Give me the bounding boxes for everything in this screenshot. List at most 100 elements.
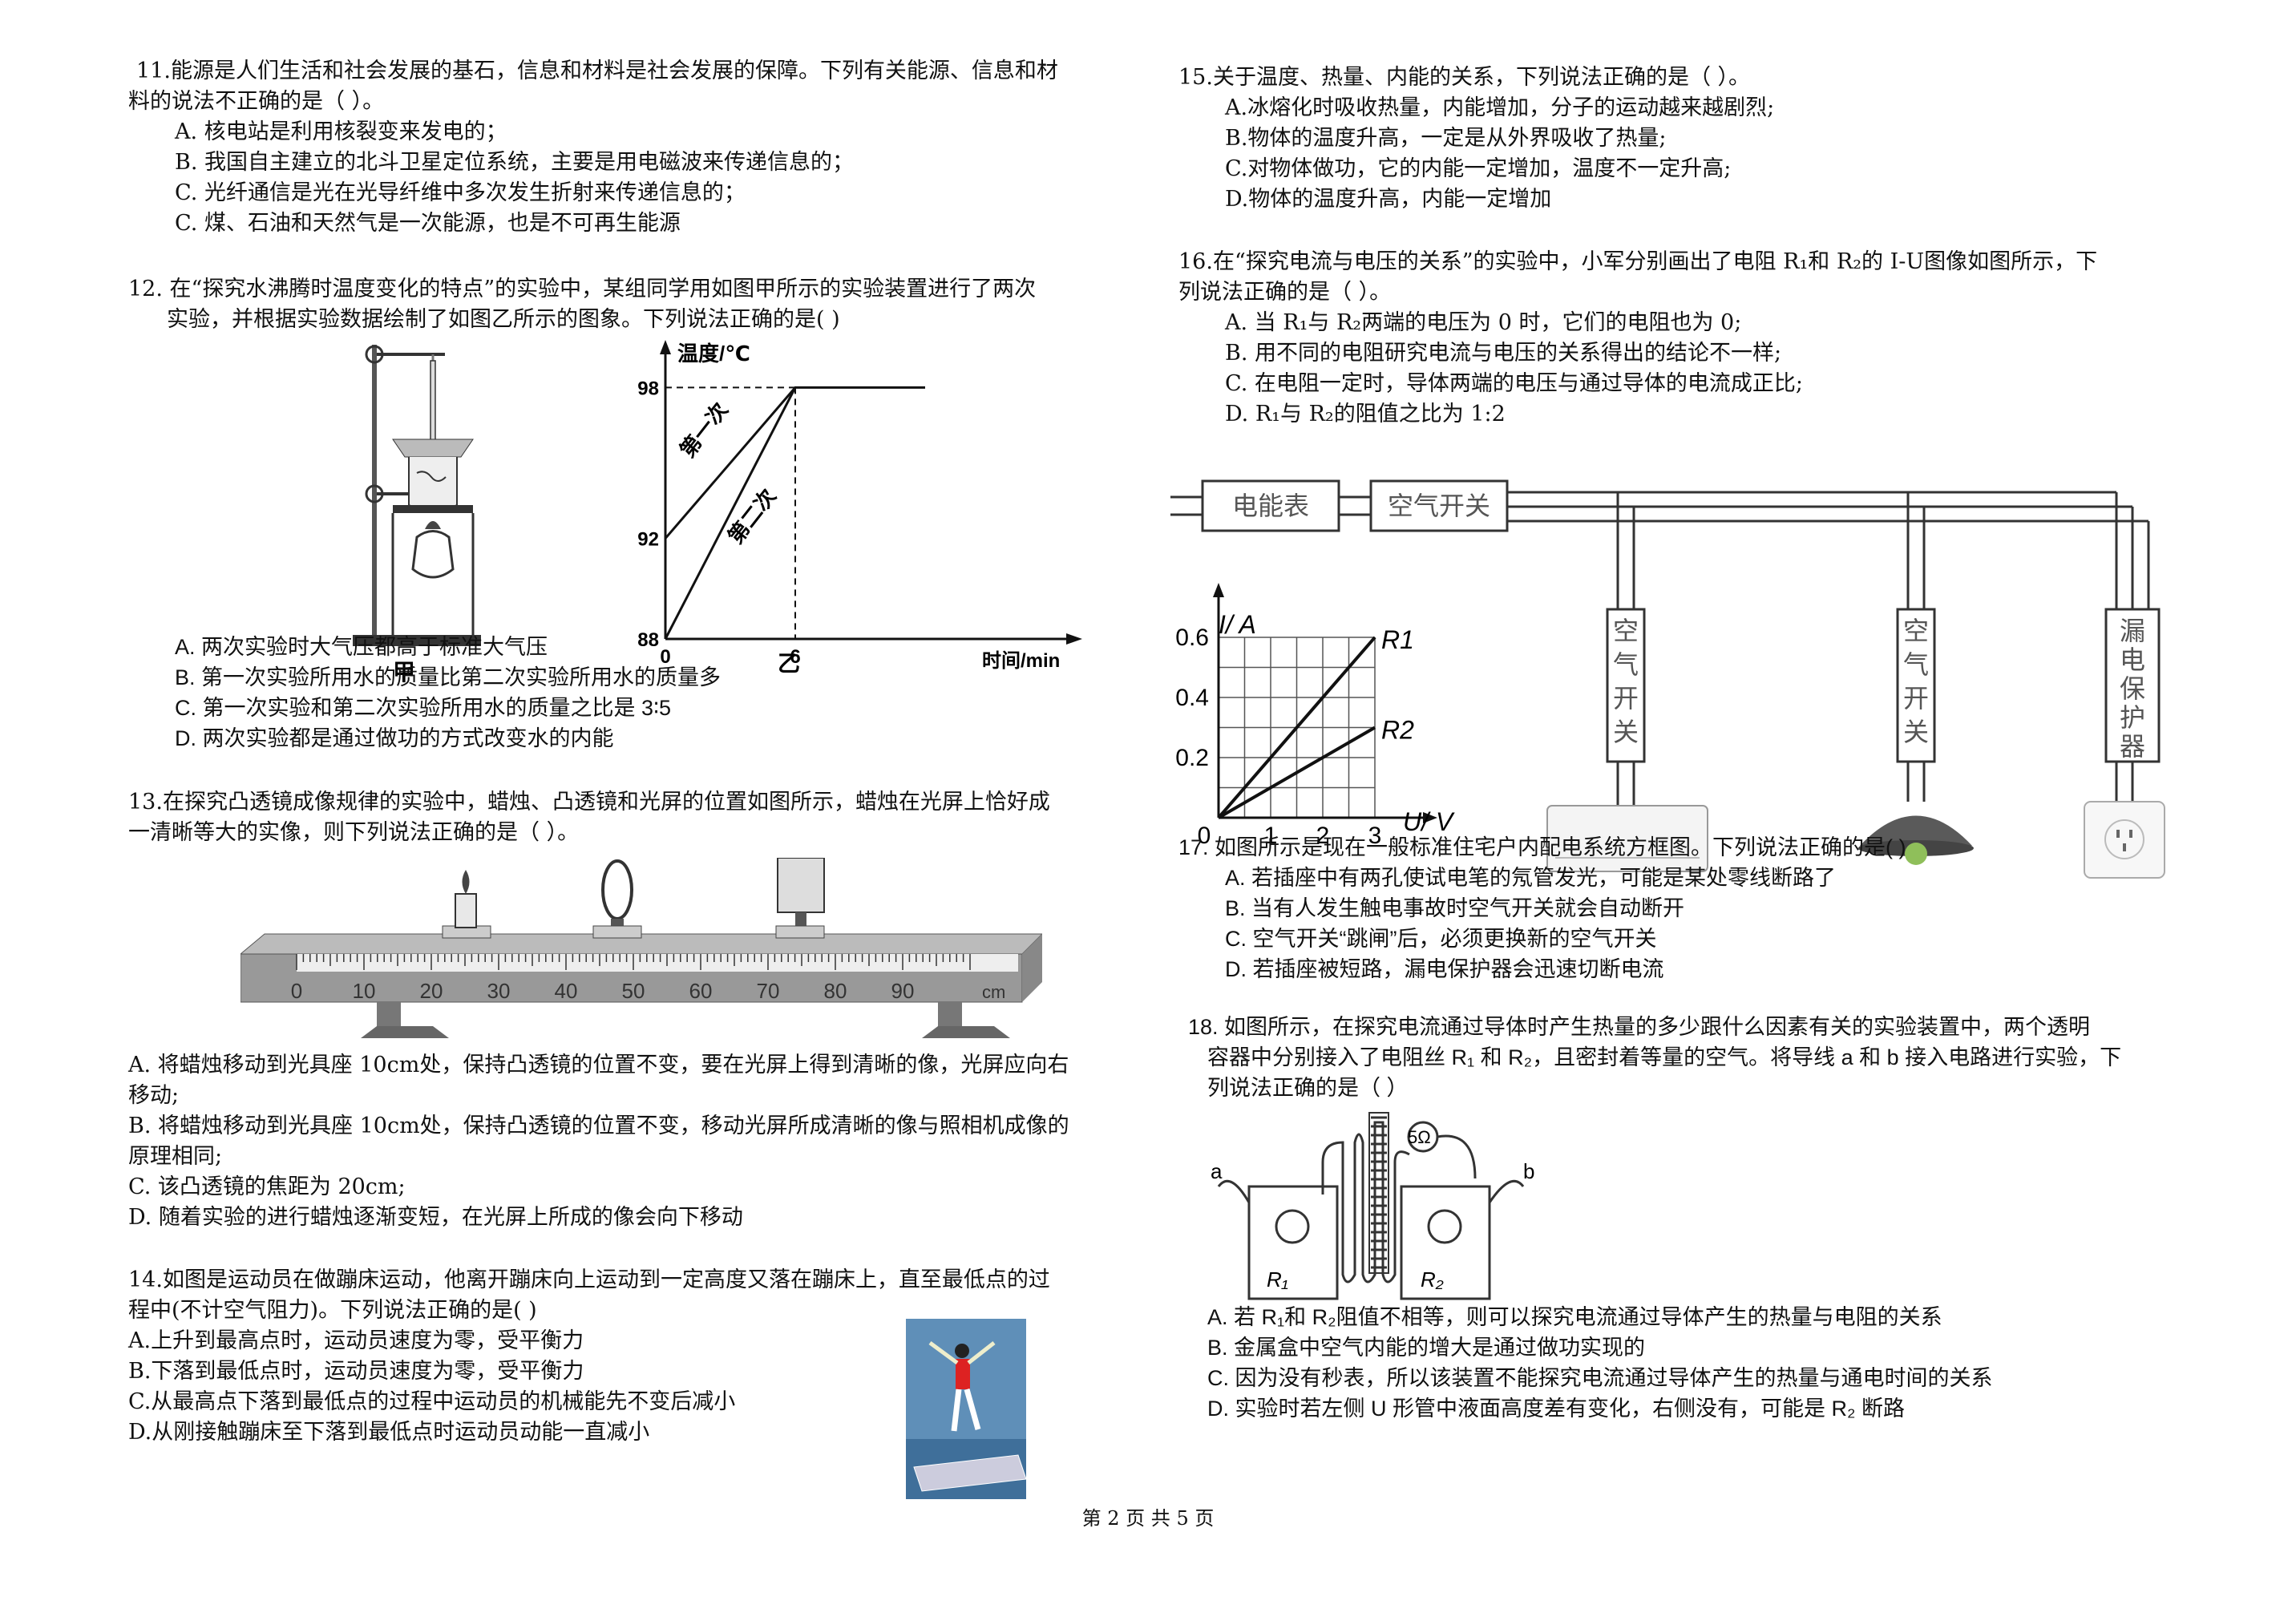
ruler-tick-label: 10 (353, 979, 376, 1003)
chart12-series-label: 第二次 (723, 484, 781, 548)
q14-option-d: D.从刚接触蹦床至下落到最低点时运动员动能一直减小 (128, 1420, 650, 1445)
boiling-apparatus-figure: 甲 (353, 345, 481, 685)
socket-icon (2084, 801, 2165, 879)
chart12-y-tick-label: 92 (637, 529, 659, 551)
q15-option-b: B.物体的温度升高，一定是从外界吸收了热量; (1225, 126, 1667, 151)
question-16: 16.在“探究电流与电压的关系”的实验中，小军分别画出了电阻 R₁和 R₂的 I… (1178, 247, 2189, 430)
ruler-tick-label: 90 (891, 979, 915, 1003)
main-switch-box: 空气开关 (1388, 491, 1490, 520)
q12-option-d: D. 两次实验都是通过做功的方式改变水的内能 (175, 726, 614, 750)
label-5-ohm: 5Ω (1408, 1127, 1431, 1147)
q17-option-c: C. 空气开关“跳闸”后，必须更换新的空气开关 (1225, 927, 1657, 951)
q18-stem-3: 列说法正确的是（ ） (1207, 1076, 1409, 1100)
q11-stem-2: 料的说法不正确的是（ ）。 (128, 89, 385, 114)
q12-option-b: B. 第一次实验所用水的质量比第二次实验所用水的质量多 (175, 665, 722, 689)
question-15: 15.关于温度、热量、内能的关系，下列说法正确的是（ ）。 A.冰熔化时吸收热量… (1178, 63, 2189, 215)
q18-option-c: C. 因为没有秒表，所以该装置不能探究电流通过导体产生的热量与通电时间的关系 (1207, 1366, 1993, 1390)
ruler-tick-label: 40 (555, 979, 578, 1003)
q16-option-b: B. 用不同的电阻研究电流与电压的关系得出的结论不一样; (1225, 341, 1782, 366)
ruler-tick-label: 80 (824, 979, 847, 1003)
chart16-ylabel: I/ A (1219, 610, 1256, 639)
chart16-y-tick-label: 0.2 (1175, 745, 1209, 771)
chart16-series-label: R1 (1381, 625, 1414, 654)
q12-stem-2: 实验，并根据实验数据绘制了如图乙所示的图象。下列说法正确的是( ) (167, 307, 840, 332)
q11-option-d: C. 煤、石油和天然气是一次能源，也是不可再生能源 (175, 211, 681, 236)
q18-option-d: D. 实验时若左侧 U 形管中液面高度差有变化，右侧没有，可能是 R₂ 断路 (1207, 1397, 1905, 1421)
ruler-tick-label: 70 (757, 979, 780, 1003)
chart12-y-tick-label: 98 (637, 378, 659, 399)
q11-option-a: A. 核电站是利用核裂变来发电的； (175, 119, 507, 144)
question-17: 17. 如图所示是现在一般标准住宅户内配电系统方框图。下列说法正确的是( ) A… (1178, 832, 2189, 984)
q17-option-a: A. 若插座中有两孔使试电笔的氖管发光，可能是某处零线断路了 (1225, 866, 1837, 890)
q12-options: A. 两次实验时大气压都高于标准大气压 B. 第一次实验所用水的质量比第二次实验… (128, 632, 1138, 754)
q14-stem-2: 程中(不计空气阻力)。下列说法正确的是( ) (128, 1298, 537, 1323)
q11-option-b: B. 我国自主建立的北斗卫星定位系统，主要是用电磁波来传递信息的； (175, 150, 855, 175)
q16-option-a: A. 当 R₁与 R₂两端的电压为 0 时，它们的电阻也为 0; (1225, 310, 1742, 335)
lamp-icon (1858, 815, 1974, 865)
joule-heating-apparatus: a b R₁ R₂ 5Ω (1211, 1112, 1534, 1300)
q17-option-d: D. 若插座被短路，漏电保护器会迅速切断电流 (1225, 957, 1664, 981)
question-11: 11.能源是人们生活和社会发展的基石，信息和材料是社会发展的保障。下列有关能源、… (128, 56, 1138, 239)
q18-options: A. 若 R₁和 R₂阻值不相等，则可以探究电流通过导体产生的热量与电阻的关系 … (1178, 1302, 2189, 1424)
meter-box: 电能表 (1232, 491, 1309, 520)
label-r1: R₁ (1267, 1267, 1288, 1292)
q16-option-c: C. 在电阻一定时，导体两端的电压与通过导体的电流成正比; (1225, 371, 1803, 396)
question-18: 18. 如图所示，在探究电流通过导体时产生热量的多少跟什么因素有关的实验装置中，… (1178, 1012, 2189, 1103)
label-r2: R₂ (1421, 1267, 1444, 1292)
q14-stem-1: 14.如图是运动员在做蹦床运动，他离开蹦床向上运动到一定高度又落在蹦床上，直至最… (128, 1267, 1050, 1292)
label-a: a (1211, 1159, 1223, 1183)
chart16-y-arrow (1213, 583, 1224, 597)
chart16-x-tick-label: 0 (1198, 823, 1211, 849)
q13-option-c: C. 该凸透镜的焦距为 20cm; (128, 1174, 406, 1199)
leak-protector: 漏电保护器 (2120, 616, 2145, 761)
chart16-series-label: R2 (1381, 716, 1414, 745)
q13-option-b-2: 原理相同; (128, 1144, 223, 1169)
q15-option-a: A.冰熔化时吸收热量，内能增加，分子的运动越来越剧烈; (1225, 95, 1775, 120)
q12-option-a: A. 两次实验时大气压都高于标准大气压 (175, 635, 548, 659)
q17-stem: 17. 如图所示是现在一般标准住宅户内配电系统方框图。下列说法正确的是( ) (1178, 835, 1906, 859)
q14-option-a: A.上升到最高点时，运动员速度为零，受平衡力 (128, 1328, 584, 1353)
chart12-series-label: 第一次 (675, 398, 733, 462)
ruler-tick-label: 0 (291, 979, 302, 1003)
q18-stem-2: 容器中分别接入了电阻丝 R₁ 和 R₂，且密封着等量的空气。将导线 a 和 b … (1207, 1045, 2122, 1069)
q13-stem-1: 13.在探究凸透镜成像规律的实验中，蜡烛、凸透镜和光屏的位置如图所示，蜡烛在光屏… (128, 790, 1050, 815)
q18-option-b: B. 金属盒中空气内能的增大是通过做功实现的 (1207, 1336, 1646, 1360)
chart16-x-arrow (1423, 812, 1437, 823)
q13-option-b-1: B. 将蜡烛移动到光具座 10cm处，保持凸透镜的位置不变，移动光屏所成清晰的像… (128, 1114, 1069, 1138)
branch-switch-1: 空气开关 (1613, 616, 1639, 746)
ruler-tick-label: 60 (689, 979, 713, 1003)
q13-option-d: D. 随着实验的进行蜡烛逐渐变短，在光屏上所成的像会向下移动 (128, 1205, 743, 1230)
q13-option-a-2: 移动; (128, 1083, 180, 1108)
chart16-x-tick-label: 1 (1264, 823, 1278, 849)
chart16-line-r1 (1217, 636, 1376, 819)
q12-option-c: C. 第一次实验和第二次实验所用水的质量之比是 3∶5 (175, 696, 672, 720)
q14-option-b: B.下落到最低点时，运动员速度为零，受平衡力 (128, 1359, 584, 1384)
q13-stem-2: 一清晰等大的实像，则下列说法正确的是（ ）。 (128, 820, 580, 845)
chart16-line-r2 (1218, 726, 1376, 819)
label-b: b (1523, 1159, 1534, 1183)
chart16-y-tick-label: 0.6 (1175, 625, 1209, 651)
q16-stem-1: 16.在“探究电流与电压的关系”的实验中，小军分别画出了电阻 R₁和 R₂的 I… (1178, 249, 2098, 274)
chart12-series-2 (664, 386, 797, 640)
question-13: 13.在探究凸透镜成像规律的实验中，蜡烛、凸透镜和光屏的位置如图所示，蜡烛在光屏… (128, 787, 1138, 848)
q15-stem: 15.关于温度、热量、内能的关系，下列说法正确的是（ ）。 (1178, 65, 1751, 90)
q11-option-c: C. 光纤通信是光在光导纤维中多次发生折射来传递信息的； (175, 180, 746, 205)
question-14: 14.如图是运动员在做蹦床运动，他离开蹦床向上运动到一定高度又落在蹦床上，直至最… (128, 1265, 1138, 1448)
chart16-x-tick-label: 2 (1316, 823, 1330, 849)
chart12-xlabel: 时间/min (982, 650, 1060, 672)
q15-option-d: D.物体的温度升高，内能一定增加 (1225, 187, 1552, 212)
q14-option-c: C.从最高点下落到最低点的过程中运动员的机械能先不变后减小 (128, 1389, 736, 1414)
chart12-ylabel: 温度/℃ (677, 342, 750, 366)
chart12-y-tick-label: 88 (637, 629, 659, 651)
q12-stem-1: 12. 在“探究水沸腾时温度变化的特点”的实验中，某组同学用如图甲所示的实验装置… (128, 277, 1037, 301)
ruler-tick-label: 50 (622, 979, 645, 1003)
q13-option-a-1: A. 将蜡烛移动到光具座 10cm处，保持凸透镜的位置不变，要在光屏上得到清晰的… (128, 1053, 1069, 1077)
chart16-y-tick-label: 0.4 (1175, 685, 1209, 711)
chart12-x-tick-label: 6 (790, 646, 800, 668)
trampoline-photo (906, 1319, 1026, 1499)
chart12-x-tick-label: 0 (660, 646, 670, 668)
